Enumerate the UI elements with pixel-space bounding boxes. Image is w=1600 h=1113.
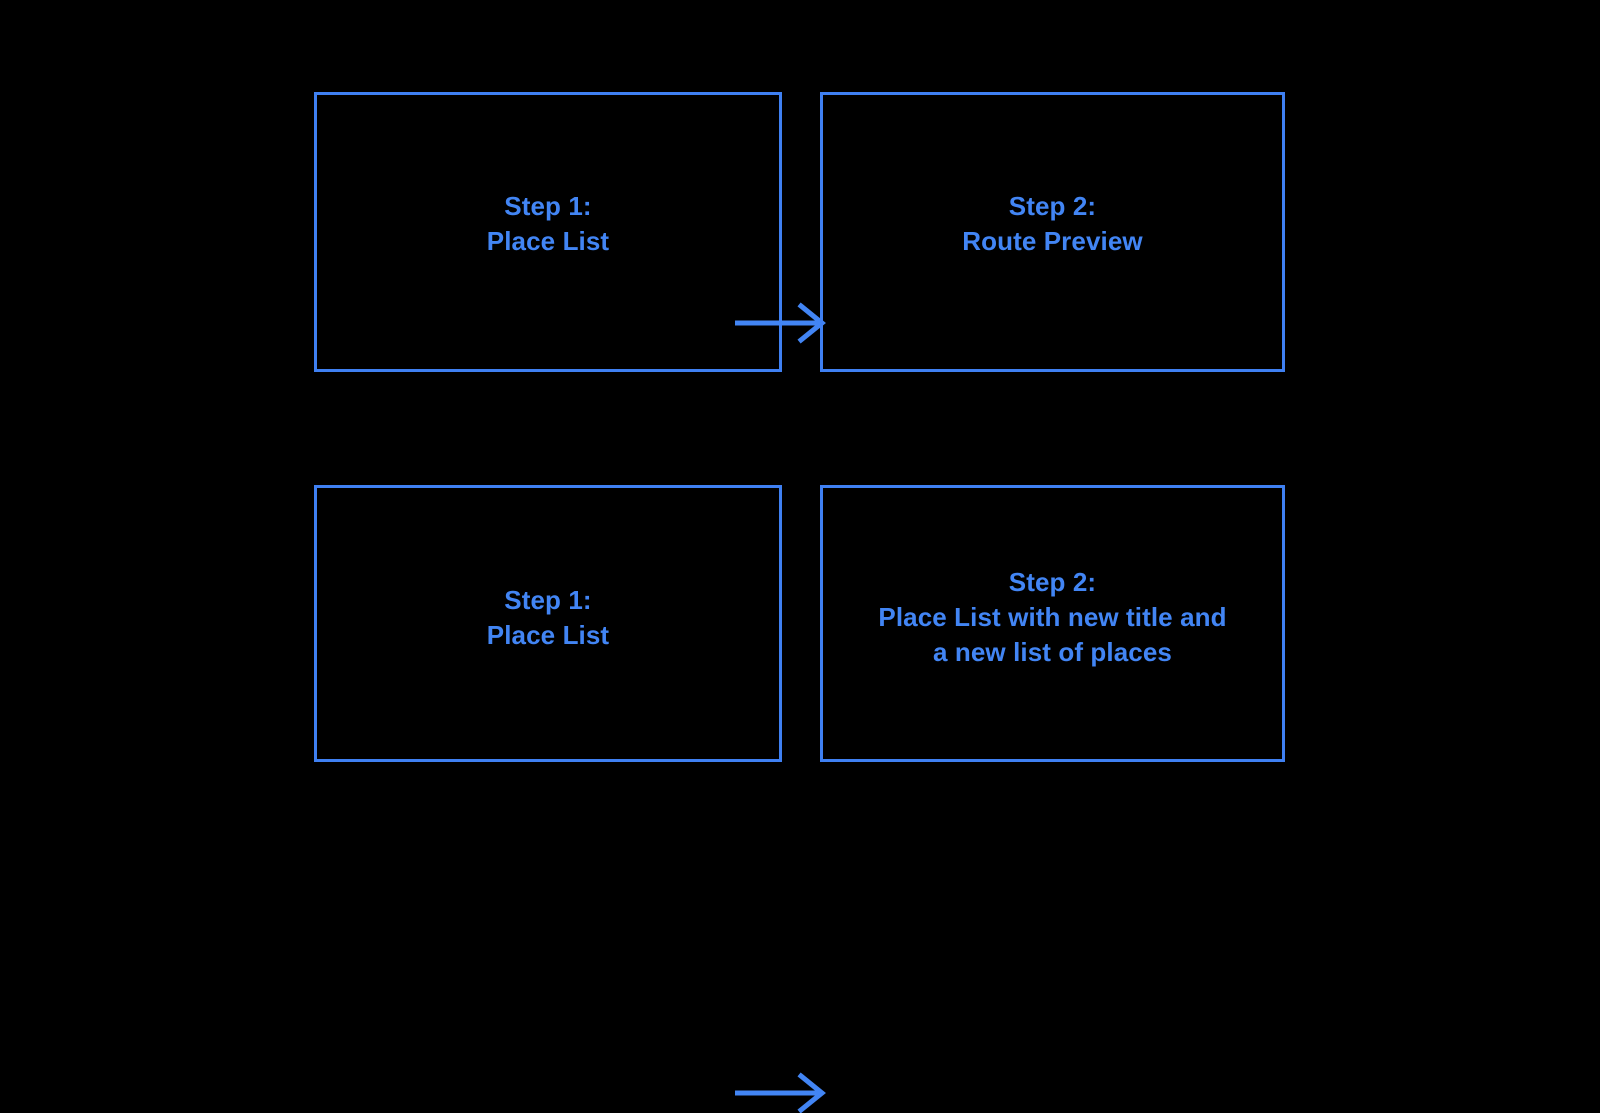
step-title: Step 2: [1008,567,1097,597]
step-subtitle: Place List [486,619,610,650]
flow-row-route-preview: Step 1: Place List Step 2: Route Preview [0,92,1600,372]
arrow-right-icon [735,1072,826,1113]
step-subtitle: Route Preview [962,226,1143,256]
label-stack: Step 1: Place List [487,189,609,259]
flow-row-place-list-update: Step 1: Place List Step 2: Place List wi… [0,485,1600,1113]
step-title: Step 1: [504,191,592,221]
label-stack: Step 2: Place List with new title and a … [878,565,1226,670]
step-title: Step 2: [1008,191,1097,221]
label-stack: Step 2: Route Preview [962,189,1142,259]
label-stack: Step 1: Place List [487,583,609,653]
step-box-step2-place-list-updated[interactable]: Step 2: Place List with new title and a … [820,485,1285,762]
step-subtitle-line1: Place List with new title and [878,602,1227,632]
step-subtitle: Place List [486,226,610,256]
step-box-step2-route-preview[interactable]: Step 2: Route Preview [820,92,1285,372]
step-title: Step 1: [504,584,592,615]
step-box-step1-place-list-bottom[interactable]: Step 1: Place List [314,485,782,762]
step-box-step1-place-list-top[interactable]: Step 1: Place List [314,92,782,372]
step-subtitle-line2: a new list of places [933,637,1172,667]
diagram-canvas: Step 1: Place List Step 2: Route Preview… [0,92,1600,1113]
